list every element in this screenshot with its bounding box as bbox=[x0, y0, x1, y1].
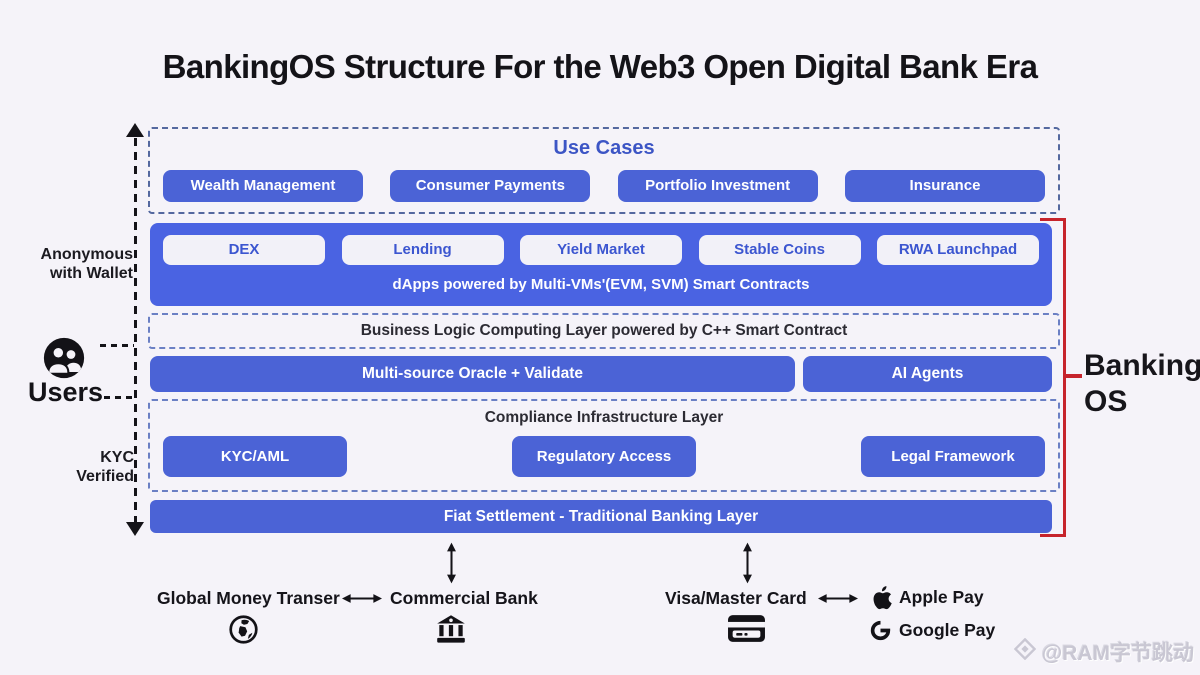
google-pay-label: Google Pay bbox=[899, 620, 996, 640]
bank-building-icon bbox=[434, 612, 468, 651]
global-money-to-bank-arrow bbox=[342, 592, 382, 610]
dapp-dex: DEX bbox=[163, 235, 325, 265]
diamond-logo-icon bbox=[1013, 637, 1036, 666]
fiat-settlement-bar: Fiat Settlement - Traditional Banking La… bbox=[150, 500, 1052, 533]
use-case-portfolio-investment: Portfolio Investment bbox=[617, 170, 818, 202]
ai-agents-bar: AI Agents bbox=[803, 356, 1052, 392]
dapps-layer: DEX Lending Yield Market Stable Coins RW… bbox=[150, 223, 1052, 306]
globe-icon bbox=[228, 614, 259, 650]
apple-pay-label: Apple Pay bbox=[899, 587, 984, 607]
page-title: BankingOS Structure For the Web3 Open Di… bbox=[162, 48, 1038, 85]
arrow-down-icon bbox=[126, 522, 144, 536]
global-money-transfer-label: Global Money Transer bbox=[157, 588, 340, 608]
visa-master-card-label: Visa/Master Card bbox=[665, 588, 807, 608]
use-cases-layer: Use Cases Wealth Management Consumer Pay… bbox=[148, 127, 1060, 214]
oracle-row: Multi-source Oracle + Validate AI Agents bbox=[150, 356, 1052, 392]
use-cases-title: Use Cases bbox=[553, 137, 655, 159]
compliance-kyc-aml: KYC/AML bbox=[163, 436, 347, 477]
credit-card-icon bbox=[727, 614, 766, 648]
watermark-text: @RAM字节跳动 bbox=[1041, 642, 1194, 665]
anonymous-with-wallet-label: Anonymous with Wallet bbox=[40, 246, 133, 282]
compliance-legal-framework: Legal Framework bbox=[861, 436, 1045, 477]
use-cases-row: Wealth Management Consumer Payments Port… bbox=[150, 170, 1058, 202]
fiat-to-commercial-bank-arrow bbox=[445, 541, 458, 590]
use-case-insurance: Insurance bbox=[844, 170, 1045, 202]
users-label: Users bbox=[28, 377, 104, 407]
users-connector-bottom bbox=[104, 396, 134, 399]
user-flow-dashed-line bbox=[134, 138, 137, 524]
business-logic-layer: Business Logic Computing Layer powered b… bbox=[148, 313, 1060, 349]
dapp-stable-coins: Stable Coins bbox=[698, 235, 861, 265]
dapp-lending: Lending bbox=[341, 235, 504, 265]
google-g-icon bbox=[869, 619, 892, 647]
apple-logo-icon bbox=[870, 585, 894, 616]
kyc-verified-label: KYC Verified bbox=[76, 449, 134, 485]
compliance-layer: Compliance Infrastructure Layer KYC/AML … bbox=[148, 399, 1060, 492]
watermark: @RAM字节跳动 bbox=[1013, 637, 1194, 667]
banking-os-bracket bbox=[1040, 218, 1066, 537]
use-case-wealth-management: Wealth Management bbox=[163, 170, 363, 202]
banking-os-line2: OS bbox=[1084, 385, 1128, 418]
banking-os-label: Banking OS bbox=[1084, 348, 1200, 420]
dapps-row: DEX Lending Yield Market Stable Coins RW… bbox=[150, 223, 1052, 265]
multi-source-oracle-bar: Multi-source Oracle + Validate bbox=[150, 356, 795, 392]
banking-os-bracket-tick bbox=[1066, 374, 1082, 378]
dapp-yield-market: Yield Market bbox=[520, 235, 682, 265]
compliance-row: KYC/AML Regulatory Access Legal Framewor… bbox=[150, 436, 1058, 477]
use-case-consumer-payments: Consumer Payments bbox=[390, 170, 591, 202]
dapp-rwa-launchpad: RWA Launchpad bbox=[877, 235, 1039, 265]
compliance-title: Compliance Infrastructure Layer bbox=[484, 409, 724, 426]
visa-to-applepay-arrow bbox=[818, 592, 858, 610]
commercial-bank-label: Commercial Bank bbox=[390, 588, 538, 608]
users-connector-top bbox=[100, 344, 134, 347]
compliance-regulatory-access: Regulatory Access bbox=[512, 436, 696, 477]
arrow-up-icon bbox=[126, 123, 144, 137]
fiat-to-visa-master-arrow bbox=[741, 541, 754, 590]
dapps-caption: dApps powered by Multi-VMs'(EVM, SVM) Sm… bbox=[392, 276, 810, 293]
business-logic-label: Business Logic Computing Layer powered b… bbox=[360, 322, 848, 339]
users-group-icon bbox=[43, 337, 85, 384]
banking-os-line1: Banking bbox=[1084, 349, 1200, 382]
